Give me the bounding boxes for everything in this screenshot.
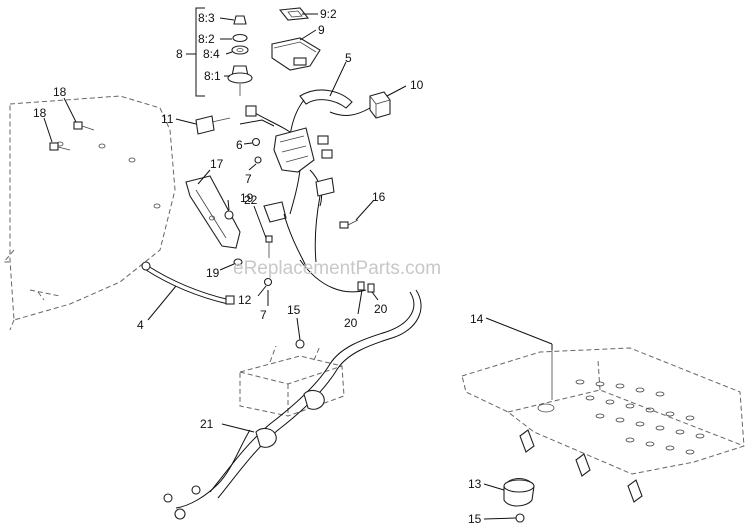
connector-11 bbox=[195, 115, 231, 135]
callout-4: 4 bbox=[137, 318, 144, 332]
callout-18-upper: 18 bbox=[53, 85, 67, 99]
fastener-6 bbox=[251, 137, 261, 147]
relay-10 bbox=[369, 91, 391, 119]
callout-14: 14 bbox=[470, 312, 484, 326]
bracket-9 bbox=[271, 37, 321, 71]
callout-7-upper: 7 bbox=[245, 172, 252, 186]
callout-13: 13 bbox=[468, 477, 482, 491]
callout-6: 6 bbox=[236, 138, 243, 152]
callout-17: 17 bbox=[210, 157, 224, 171]
callout-8-4: 8:4 bbox=[203, 47, 220, 61]
callout-10: 10 bbox=[410, 78, 424, 92]
nut-15-upper bbox=[295, 339, 305, 349]
callout-9-2: 9:2 bbox=[320, 7, 337, 21]
callout-19-lower: 19 bbox=[206, 266, 220, 280]
washer-19-lower bbox=[233, 258, 243, 266]
side-panel bbox=[2, 95, 176, 331]
callout-16: 16 bbox=[372, 190, 386, 204]
callout-11: 11 bbox=[161, 112, 174, 126]
callout-20-left: 20 bbox=[344, 316, 358, 330]
callout-22: 22 bbox=[244, 193, 258, 207]
callout-8-2: 8:2 bbox=[198, 32, 215, 46]
nut-15-lower bbox=[515, 513, 525, 523]
callout-21: 21 bbox=[200, 417, 214, 431]
fastener-7-upper bbox=[254, 156, 262, 164]
screw-22 bbox=[265, 235, 273, 258]
nut-12 bbox=[263, 277, 273, 287]
seat-frame bbox=[461, 347, 745, 503]
bolt-18-lower bbox=[49, 142, 71, 151]
cable-4 bbox=[141, 261, 235, 305]
callout-8-3: 8:3 bbox=[198, 11, 215, 25]
seat-switch-13 bbox=[503, 477, 535, 507]
bracket-17 bbox=[185, 175, 241, 249]
callout-12: 12 bbox=[238, 293, 252, 307]
callout-8-1: 8:1 bbox=[204, 69, 221, 83]
callout-5: 5 bbox=[345, 51, 352, 65]
callout-18-lower: 18 bbox=[33, 106, 47, 120]
callout-19-upper: 19 bbox=[240, 191, 254, 205]
battery-tray bbox=[239, 345, 345, 417]
wire-harness-5 bbox=[239, 89, 371, 293]
decal-9-2 bbox=[278, 7, 310, 21]
bolt-18-upper bbox=[73, 121, 95, 131]
callout-8: 8 bbox=[176, 47, 183, 61]
bolt-16 bbox=[339, 219, 359, 229]
callout-20-right: 20 bbox=[374, 302, 388, 316]
watermark: eReplacementParts.com bbox=[233, 258, 441, 279]
callout-15-lower: 15 bbox=[468, 512, 482, 526]
callout-9: 9 bbox=[318, 23, 325, 37]
callout-15-upper: 15 bbox=[287, 303, 301, 317]
clip-20 bbox=[357, 281, 375, 293]
leader-lines bbox=[43, 7, 553, 520]
wire-harness-21 bbox=[163, 289, 422, 520]
seat-frame-grid bbox=[575, 379, 705, 455]
switch-stack-8 bbox=[227, 15, 253, 96]
callout-7-lower: 7 bbox=[260, 308, 267, 322]
